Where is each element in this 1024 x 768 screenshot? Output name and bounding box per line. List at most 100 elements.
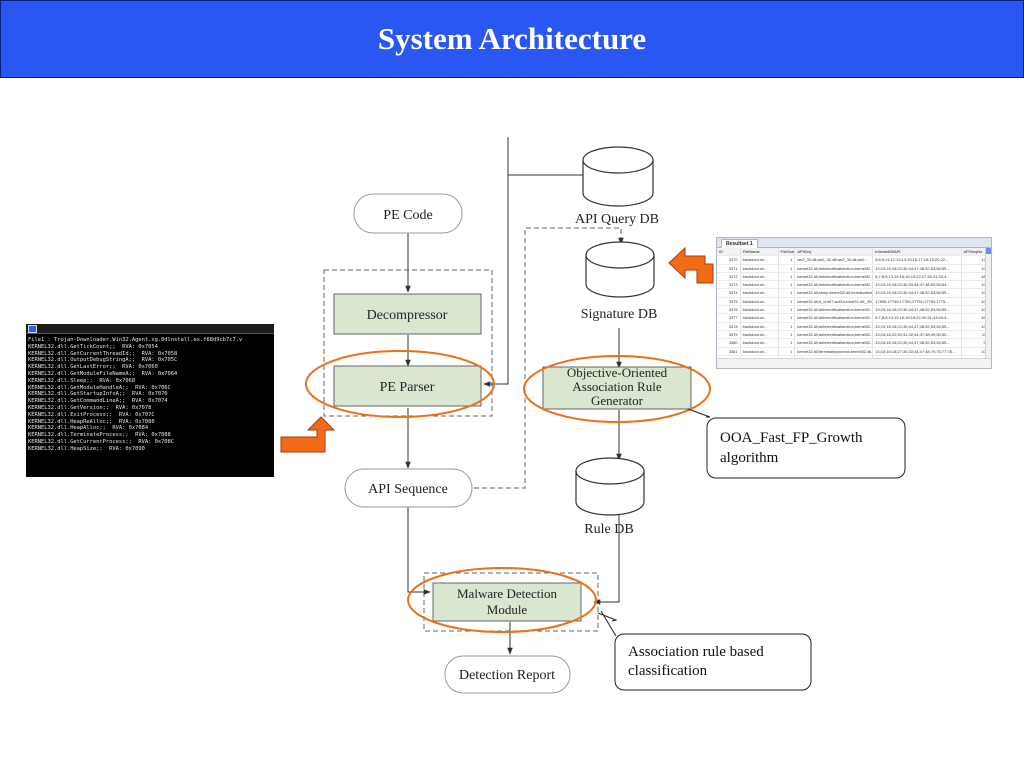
table-cell: 1 bbox=[778, 347, 796, 356]
table-cell: 1 bbox=[778, 264, 796, 273]
console-line: KERNEL32.dll.GetTickCount;; RVA: 0x7054 bbox=[28, 343, 158, 350]
console-line: KERNEL32.dll.GetCommandLineA;; RVA: 0x70… bbox=[28, 398, 168, 405]
ooa-callout-box bbox=[706, 417, 906, 479]
table-cell: 5;7;8;9;13;15;16;18;19;22;27;30;31;33;4.… bbox=[872, 272, 962, 282]
signature-db-label: Signature DB bbox=[581, 307, 658, 322]
signature-db-icon bbox=[585, 241, 655, 298]
bent-arrow-icon-right bbox=[668, 246, 714, 284]
pe-parser-node bbox=[333, 365, 482, 407]
classification-callout-text-1: Association rule based bbox=[628, 644, 764, 660]
table-cell: 1 bbox=[778, 255, 796, 265]
column-header[interactable]: InfectedDllAPI bbox=[872, 248, 962, 257]
table-cell: backdoor.wi... bbox=[740, 313, 779, 323]
table-cell: 13;15;16;18;22;30;44;47;48;52;53;54;55..… bbox=[872, 338, 962, 348]
resultset-scrollbar[interactable] bbox=[985, 248, 991, 358]
table-cell: 3371 bbox=[717, 264, 741, 273]
ooarg-label-1: Objective-Oriented bbox=[567, 365, 668, 380]
scroll-up-icon[interactable] bbox=[986, 248, 991, 254]
decompressor-node bbox=[333, 293, 482, 335]
table-cell: kernel32.dll;deletecriticalsection;kerne… bbox=[794, 264, 874, 273]
resultset-tab[interactable]: Resultset 1 bbox=[721, 239, 758, 248]
table-cell: 3374 bbox=[717, 288, 741, 298]
column-header[interactable]: FileSort bbox=[778, 248, 796, 257]
ooa-callout-pointer bbox=[687, 408, 711, 418]
table-cell: 3381 bbox=[717, 347, 741, 356]
console-lines: File1 : Trojan-Downloader.Win32.Agent.xg… bbox=[26, 334, 274, 453]
resultset-bottom-bar bbox=[717, 358, 991, 368]
table-cell: 1 bbox=[778, 330, 796, 340]
page-title: System Architecture bbox=[377, 21, 647, 56]
resultset-screenshot: Resultset 1 ID FileName FileSort APISeq … bbox=[716, 237, 992, 369]
console-line: KERNEL32.dll.GetStartupInfoA;; RVA: 0x70… bbox=[28, 391, 168, 398]
classification-callout-pointer-2 bbox=[600, 610, 617, 637]
resultset-header-row: ID FileName FileSort APISeq InfectedDllA… bbox=[717, 248, 991, 257]
table-cell: kernel32.dll;deletecriticalsection;kerne… bbox=[794, 305, 874, 315]
table-cell: backdoor.wi... bbox=[740, 288, 779, 298]
console-line: KERNEL32.dll.OutputDebugStringA;; RVA: 0… bbox=[28, 357, 178, 364]
table-cell: backdoor.wi... bbox=[740, 330, 779, 340]
table-cell: 1 bbox=[778, 322, 796, 331]
table-cell: 1 bbox=[778, 297, 796, 307]
malware-detection-label-2: Module bbox=[487, 602, 528, 617]
ooa-callout-text-1: OOA_Fast_FP_Growth bbox=[720, 430, 863, 446]
table-cell: kernel32.dll;deletecriticalsection;kerne… bbox=[794, 338, 874, 348]
ooarg-node bbox=[542, 366, 692, 410]
table-cell: kernel32.dll;sleep;kernel32.dll;formatva… bbox=[794, 288, 874, 298]
classification-callout-text-2: classification bbox=[628, 663, 708, 679]
column-header[interactable]: FileName bbox=[740, 248, 779, 257]
pe-parser-label: PE Parser bbox=[380, 380, 435, 395]
pe-code-node bbox=[353, 193, 463, 234]
rule-db-label: Rule DB bbox=[584, 522, 633, 537]
column-header[interactable]: APISeq bbox=[794, 248, 874, 257]
console-line: KERNEL32.dll.GetCurrentThreadId;; RVA: 0… bbox=[28, 350, 178, 357]
table-cell: kernel32.dll;deletecriticalsection;kerne… bbox=[794, 313, 874, 323]
table-cell: backdoor.wi... bbox=[740, 255, 779, 265]
malware-detection-label-1: Malware Detection bbox=[457, 586, 557, 601]
table-cell: 3377 bbox=[717, 313, 741, 323]
table-cell: kernel32.dll;deletecriticalsection;kerne… bbox=[794, 330, 874, 340]
table-cell: backdoor.wi... bbox=[740, 338, 779, 348]
console-line: KERNEL32.dll.GetLastError;; RVA: 0x7060 bbox=[28, 364, 158, 371]
connector-apisequence-detection bbox=[407, 507, 431, 595]
console-line: KERNEL32.dll.HeapReAlloc;; RVA: 0x7080 bbox=[28, 418, 155, 425]
table-cell: 1 bbox=[778, 338, 796, 348]
connector-apisequence-signature bbox=[450, 227, 624, 489]
detection-highlight bbox=[407, 567, 597, 633]
table-cell: 17855;17749;17750;17751;17752;1775... bbox=[872, 297, 962, 307]
resultset-table: ID FileName FileSort APISeq InfectedDllA… bbox=[717, 248, 991, 368]
table-cell: 1 bbox=[778, 280, 796, 290]
table-cell: 3375 bbox=[717, 297, 741, 307]
console-line: KERNEL32.dll.HeapSize;; RVA: 0x7090 bbox=[28, 445, 145, 452]
table-cell: 3380 bbox=[717, 338, 741, 348]
console-line: KERNEL32.dll.Sleep;; RVA: 0x7068 bbox=[28, 377, 136, 384]
ooarg-highlight bbox=[523, 355, 711, 423]
table-cell: 13;15;16;18;22;30;33;44;47;48;52;53;54..… bbox=[872, 280, 962, 290]
table-cell: 1 bbox=[778, 288, 796, 298]
column-header[interactable]: ID bbox=[717, 248, 741, 257]
table-cell: 5;7;8;9;13;15;16;18;19;22;30;31;43;44;4.… bbox=[872, 313, 962, 323]
bent-arrow-icon-left bbox=[280, 416, 336, 453]
table-cell: 13;15;16;18;22;30;44;47;48;52;53;54;55..… bbox=[872, 288, 962, 298]
detection-report-label: Detection Report bbox=[459, 668, 555, 683]
table-cell: ws2_32.dll;ws2_32.dll;ws2_32.dll;ws2... bbox=[794, 255, 874, 265]
table-cell: 3373 bbox=[717, 280, 741, 290]
table-cell: 1 bbox=[778, 272, 796, 282]
console-line: KERNEL32.dll.GetModuleHandleA;; RVA: 0x7… bbox=[28, 384, 171, 391]
table-cell: 13;15;16;18;22;30;44;47;48;52;53;54;55..… bbox=[872, 322, 962, 331]
table-cell: backdoor.wi... bbox=[740, 305, 779, 315]
api-query-db-label: API Query DB bbox=[575, 212, 659, 227]
console-line: KERNEL32.dll.GetModuleFileNameA;; RVA: 0… bbox=[28, 370, 178, 377]
